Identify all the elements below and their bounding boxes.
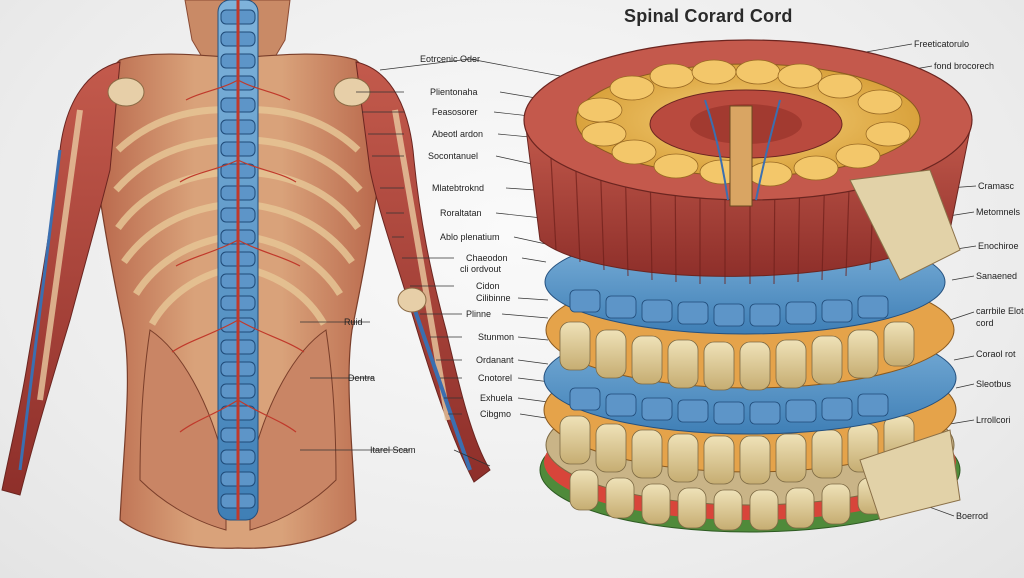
label-enochiroe: Enochiroe: [978, 241, 1019, 251]
label-stunmon: Stunmon: [478, 332, 515, 342]
label-eotrcenic-oder: Eotrcenic Oder: [420, 54, 481, 64]
label-abeotl-ardon: Abeotl ardon: [432, 129, 484, 139]
label-coraol-rot: Coraol rot: [976, 349, 1016, 359]
label-ruid: Ruid: [344, 317, 363, 327]
label-roraltatan: Roraltatan: [440, 208, 482, 218]
label-sleotbus: Sleotbus: [976, 379, 1012, 389]
label-fond-brocorech: fond brocorech: [934, 61, 995, 71]
label-metomnels: Metomnels: [976, 207, 1021, 217]
label-mlatebtroknd: Mlatebtroknd: [432, 183, 485, 193]
leader-lines: [300, 43, 977, 517]
label-dentra: Dentra: [348, 373, 376, 383]
label-ordanant: Ordanant: [476, 355, 514, 365]
label-freeticatorulo: Freeticatorulo: [914, 39, 970, 49]
label-plinne: Plinne: [466, 309, 492, 319]
label-feasosorer: Feasosorer: [432, 107, 478, 117]
label-cidon: Cidon: [476, 281, 500, 291]
label-cilibinne: Cilibinne: [476, 293, 511, 303]
label-chaeodon: Chaeodon: [466, 253, 508, 263]
spinal-cord-cross-section: [523, 39, 973, 533]
label-boerrod: Boerrod: [956, 511, 989, 521]
label-cibgmo: Cibgmo: [480, 409, 512, 419]
label-plientonaha: Plientonaha: [430, 87, 478, 97]
label-cord: cord: [976, 318, 994, 328]
label-cnotorel: Cnotorel: [478, 373, 513, 383]
label-itarel-scam: Itarel Scam: [370, 445, 416, 455]
label-cli-ordvout: cli ordvout: [460, 264, 502, 274]
label-socontanuel: Socontanuel: [428, 151, 479, 161]
label-ablo-plenatium: Ablo plenatium: [440, 232, 500, 242]
label-carrbile-elot: carrbile Elot: [976, 306, 1024, 316]
label-sanaened: Sanaened: [976, 271, 1018, 281]
label-exhuela: Exhuela: [480, 393, 513, 403]
human-back-figure: [1, 0, 491, 549]
diagram-title: Spinal Corard Cord: [624, 6, 793, 26]
label-cramasc: Cramasc: [978, 181, 1015, 191]
label-lrrollcori: Lrrollcori: [976, 415, 1011, 425]
